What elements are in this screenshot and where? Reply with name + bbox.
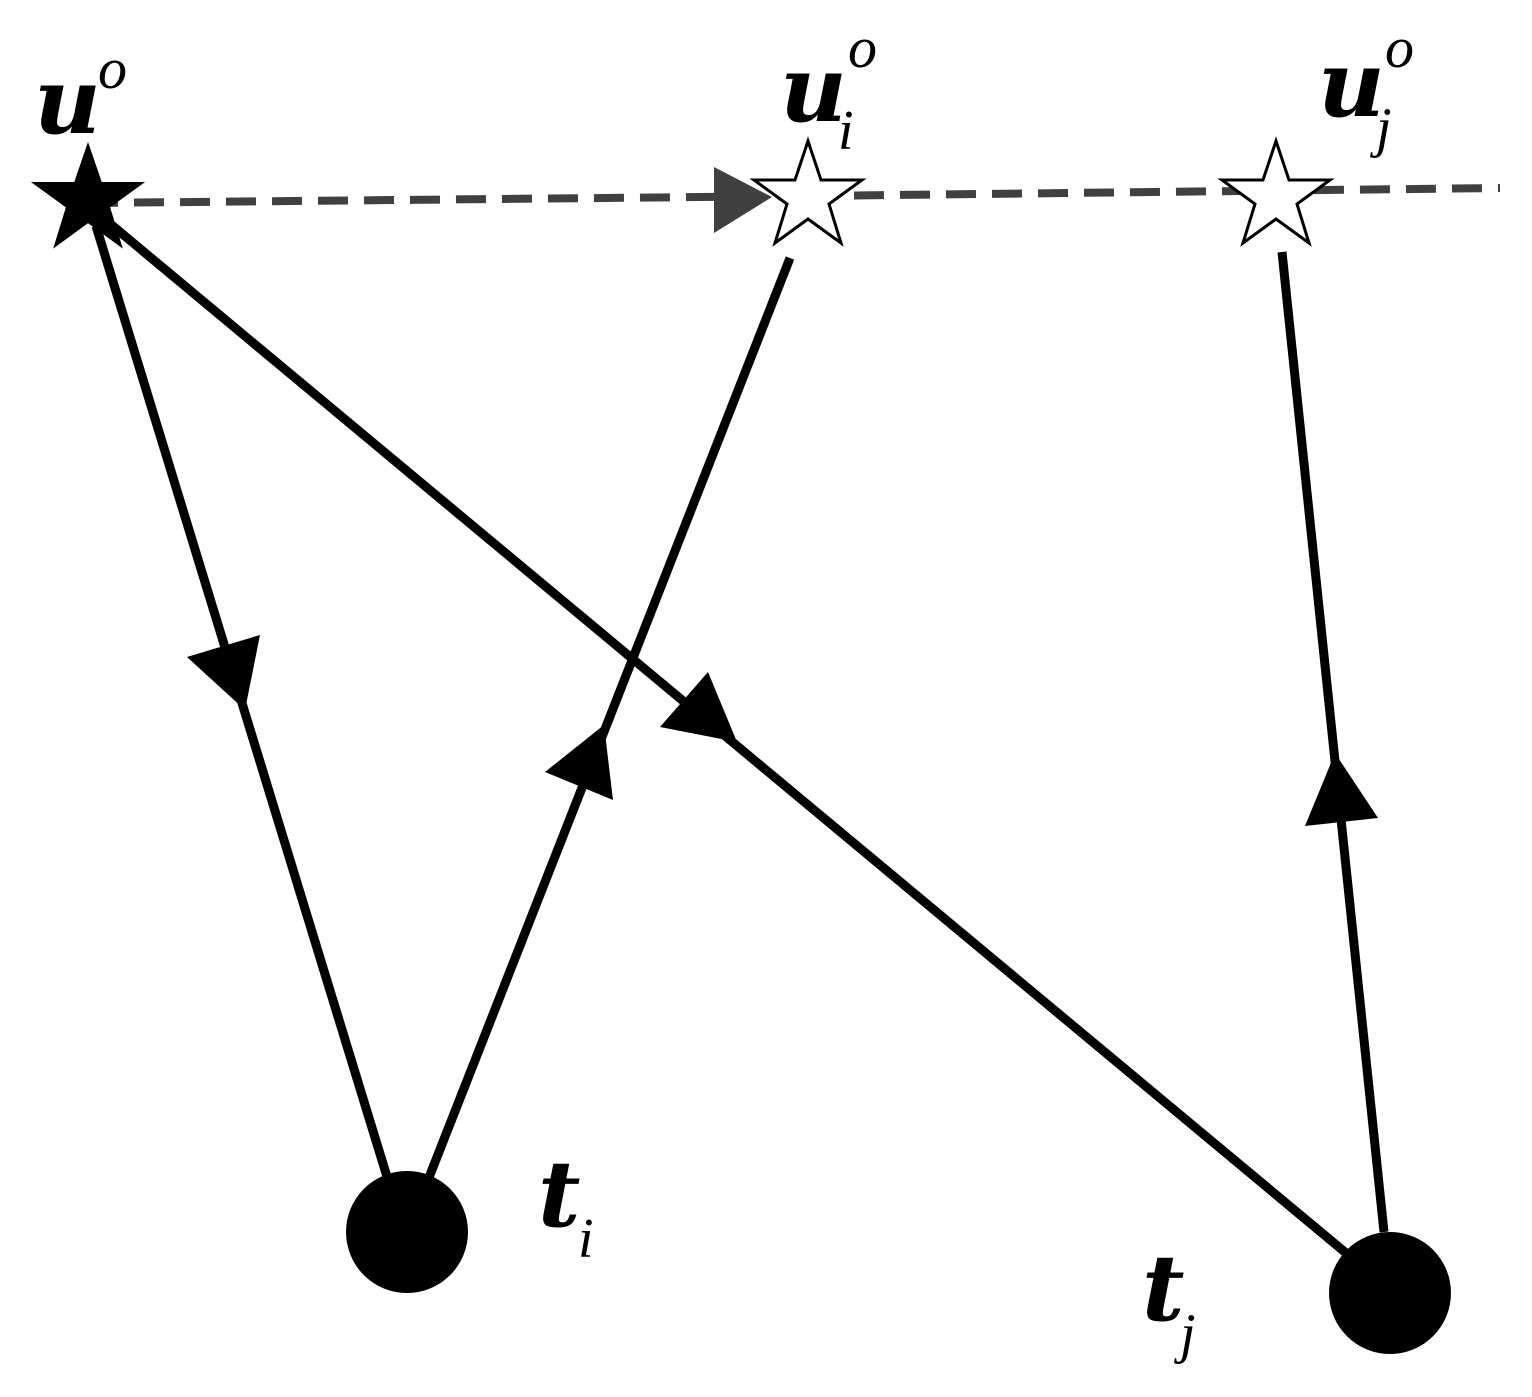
label-ui: u o i: [780, 15, 877, 162]
label-tj: t j: [1142, 1234, 1196, 1365]
hollow-star-icon-ui: [749, 136, 867, 247]
label-ti: t i: [538, 1140, 594, 1270]
arrowhead-tj-to-uj: [1305, 753, 1378, 826]
edge-tj-to-uj: [1277, 251, 1389, 1233]
filled-circle-icon-tj: [1329, 1232, 1451, 1354]
dashed-edge-group: [87, 167, 1501, 233]
label-uj-sub: j: [1370, 97, 1392, 159]
dashed-edge-ui-to-uj: [807, 184, 1501, 200]
label-ui-sub: i: [838, 100, 854, 162]
label-uj-sup: o: [1385, 15, 1414, 80]
arrowhead-uo-to-ti: [187, 635, 260, 710]
label-tj-main: t: [1142, 1234, 1185, 1342]
dashed-edge-uo-to-ui: [87, 192, 809, 207]
label-uo-sup: o: [98, 36, 127, 101]
label-ui-sup: o: [848, 15, 877, 80]
label-uj: u o j: [1318, 15, 1414, 159]
label-ti-sub: i: [578, 1208, 594, 1270]
label-tj-sub: j: [1174, 1303, 1196, 1365]
solid-edge-group: [91, 218, 1389, 1262]
arrowhead-uo-to-tj: [660, 672, 737, 742]
dashed-edge-arrowhead: [714, 167, 772, 233]
arrowhead-ti-to-ui: [545, 725, 613, 800]
label-ui-main: u: [780, 35, 847, 143]
hollow-star-icon-uj: [1217, 136, 1335, 247]
filled-circle-icon-ti: [346, 1171, 468, 1293]
label-group: u o u o i u o j t i t j: [34, 15, 1414, 1365]
node-group: [30, 136, 1451, 1354]
filled-star-icon: [30, 141, 146, 249]
label-uj-main: u: [1318, 30, 1385, 138]
label-ti-main: t: [538, 1140, 581, 1248]
label-uo: u o: [34, 36, 127, 155]
edge-ti-to-ui: [423, 256, 795, 1182]
label-uo-main: u: [34, 47, 101, 155]
